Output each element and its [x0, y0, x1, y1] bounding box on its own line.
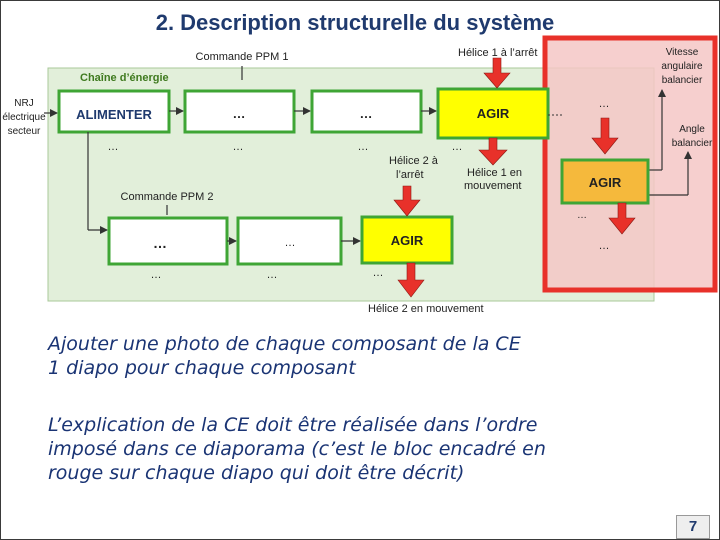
block-r1-3-dots: … [360, 106, 373, 121]
block-agir-1-label: AGIR [477, 106, 510, 121]
block-r1-2-dots: … [233, 106, 246, 121]
block-agir-3-label: AGIR [391, 233, 424, 248]
energy-chain-diagram: Chaîne d’énergie NRJ électrique secteur … [2, 35, 718, 315]
helice1-mouv-line1: Hélice 1 en [467, 167, 522, 179]
chain-label: Chaîne d’énergie [80, 72, 169, 84]
input-label-line1: NRJ [14, 98, 33, 109]
block-r2-2 [236, 216, 343, 266]
cmd1-label: Commande PPM 1 [196, 51, 289, 63]
red-arrow-helice1-arret [483, 57, 511, 89]
block-r2-1 [107, 216, 229, 266]
red-arrow-out-agir2 [608, 202, 636, 235]
instruction-1-line-1: Ajouter une photo de chaque composant de… [48, 333, 521, 355]
vitesse-line2: angulaire [661, 61, 703, 72]
block-r2-2-dots: … [285, 237, 296, 249]
block-alimenter-label: ALIMENTER [76, 107, 152, 122]
zone-dots-1: … [599, 98, 610, 110]
instruction-1-line-2: 1 diapo pour chaque composant [48, 357, 356, 379]
instruction-paragraph-1: Ajouter une photo de chaque composant de… [48, 332, 708, 380]
instruction-2-line-3: rouge sur chaque diapo qui doit être déc… [48, 462, 465, 484]
vitesse-line1: Vitesse [666, 47, 699, 58]
red-arrow-into-agir2 [591, 117, 619, 155]
vitesse-line3: balancier [662, 75, 703, 86]
slide-title: 2. Description structurelle du système [155, 10, 555, 35]
helice1-mouv-line2: mouvement [464, 180, 521, 192]
helice2-arret-line1: Hélice 2 à [389, 155, 439, 167]
zone-dots-2: … [577, 210, 587, 221]
angle-line2: balancier [672, 138, 713, 149]
block-agir-2-label: AGIR [589, 175, 622, 190]
instruction-2-line-2: imposé dans ce diaporama (c’est le bloc … [48, 438, 546, 460]
helice2-mouv-label: Hélice 2 en mouvement [368, 303, 484, 315]
red-arrow-helice1-mouv [478, 137, 508, 166]
flow-dots-6: … [267, 269, 278, 281]
block-alimenter [57, 89, 171, 134]
flow-dots-5: … [151, 269, 162, 281]
flow-dots-2: … [233, 141, 244, 153]
flow-dots-4: … [452, 141, 463, 153]
helice2-arret-line2: l’arrêt [396, 169, 424, 181]
block-r2-1-dots: … [153, 235, 167, 251]
flow-dots-7: … [373, 267, 384, 279]
block-agir-1 [436, 87, 550, 140]
block-r1-2 [183, 89, 296, 134]
helice1-arret-label: Hélice 1 à l’arrêt [458, 47, 537, 59]
flow-dots-1: … [108, 141, 119, 153]
flow-dots-3: … [358, 141, 369, 153]
block-agir-2 [560, 158, 650, 205]
block-r1-3 [310, 89, 423, 134]
instruction-paragraph-2: L’explication de la CE doit être réalisé… [48, 413, 708, 485]
input-label-line2: électrique [2, 112, 46, 123]
page-number: 7 [676, 515, 710, 539]
red-arrow-helice2-arret [393, 185, 421, 217]
red-arrow-helice2-mouv [397, 262, 425, 298]
angle-line1: Angle [679, 124, 705, 135]
input-label-line3: secteur [8, 126, 41, 137]
zone-dots-3: … [599, 240, 610, 252]
cmd2-label: Commande PPM 2 [121, 191, 214, 203]
instruction-2-line-1: L’explication de la CE doit être réalisé… [48, 414, 538, 436]
